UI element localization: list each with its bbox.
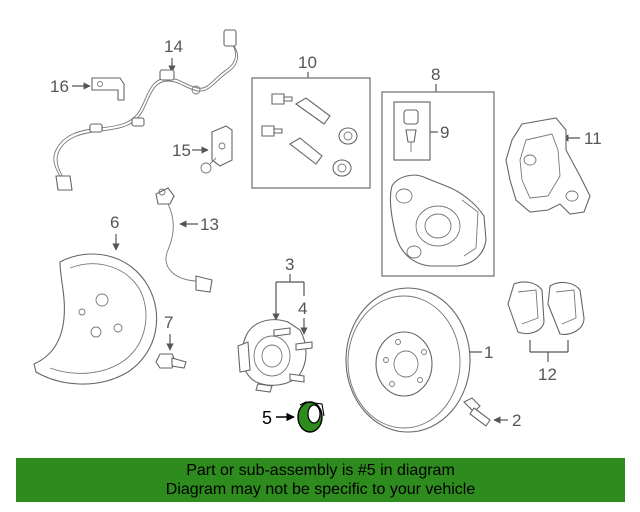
callout-5: 5	[262, 408, 272, 428]
banner-line-2: Diagram may not be specific to your vehi…	[165, 481, 476, 498]
callout-6: 6	[110, 213, 119, 232]
callout-16: 16	[50, 77, 69, 96]
callout-12: 12	[538, 365, 557, 384]
callout-3: 3	[285, 255, 294, 274]
part-8-caliper-assembly: 8 9	[381, 65, 495, 277]
part-15-bracket: 15	[172, 125, 233, 174]
brake-assembly-diagram: 16 14 15 10	[33, 29, 602, 433]
banner-line-1: Part or sub-assembly is #5 in diagram	[186, 462, 455, 479]
part-2-bolt: 2	[463, 397, 521, 430]
callout-11: 11	[584, 129, 602, 148]
callout-4: 4	[298, 299, 307, 318]
callout-13: 13	[200, 215, 219, 234]
callout-8: 8	[431, 65, 440, 84]
part-10-caliper-hardware-kit: 10	[251, 53, 371, 189]
part-7-bolt: 7	[155, 313, 187, 369]
part-13-brake-hose: 13	[155, 187, 219, 293]
part-14-abs-sensor-harness: 14	[53, 29, 238, 191]
callout-7: 7	[164, 313, 173, 332]
part-5-highlighted: 5	[262, 401, 325, 433]
callout-9: 9	[440, 123, 449, 142]
part-6-splash-shield: 6	[33, 213, 158, 385]
callout-15: 15	[172, 141, 191, 160]
part-4-wheel-stud: 4	[255, 299, 313, 393]
callout-10: 10	[298, 53, 317, 72]
callout-1: 1	[484, 343, 493, 362]
diagram-notice-banner: Part or sub-assembly is #5 in diagram Di…	[16, 458, 625, 502]
part-12-brake-pads: 12	[507, 281, 585, 384]
callout-14: 14	[164, 37, 183, 56]
part-1-brake-rotor: 1	[345, 287, 493, 433]
part-11-caliper-bracket: 11	[505, 117, 602, 215]
callout-2: 2	[512, 411, 521, 430]
part-3-hub-assembly: 3	[237, 255, 307, 386]
part-16-sensor-bracket: 16	[50, 77, 125, 101]
